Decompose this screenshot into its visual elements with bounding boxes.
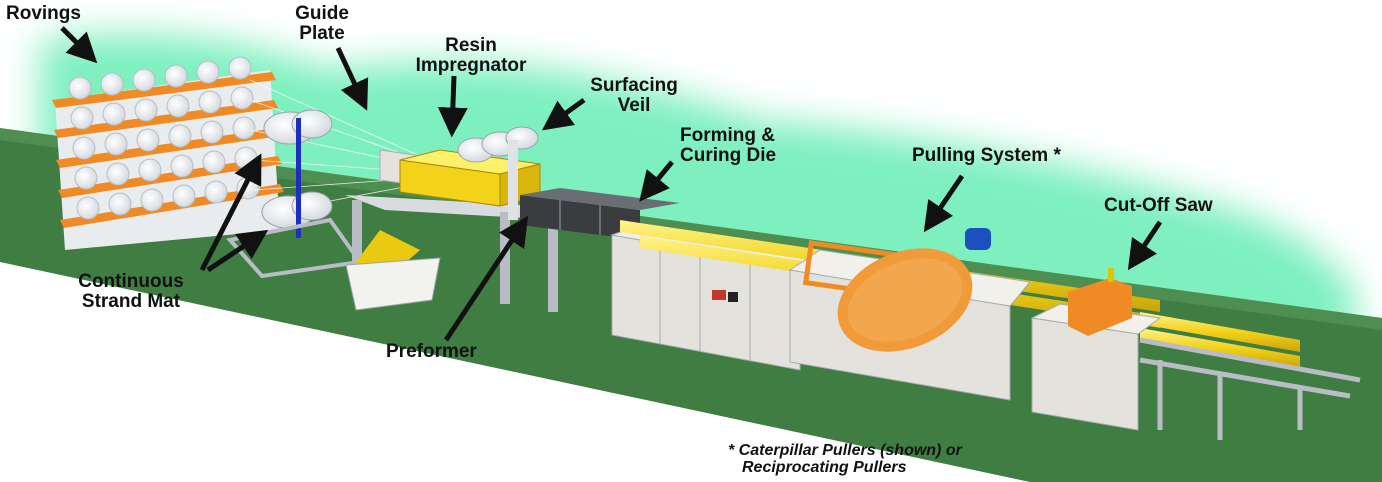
- arrow-strand-mat-2: [206, 229, 269, 273]
- cut-off-saw: [1030, 268, 1162, 431]
- label-forming-curing-die: Forming &Curing Die: [680, 125, 777, 166]
- arrow-strand-mat-1: [199, 153, 262, 272]
- arrow-forming-die: [639, 160, 674, 202]
- strand-mat-rolls: [226, 109, 364, 279]
- label-cut-off-saw: Cut-Off Saw: [1104, 195, 1213, 216]
- arrow-pulling-system: [923, 174, 965, 233]
- label-rovings: Rovings: [6, 3, 81, 24]
- footnote: * Caterpillar Pullers (shown) or Recipro…: [728, 442, 962, 476]
- pulling-system: [788, 228, 1031, 401]
- arrow-surfacing-veil: [541, 97, 586, 131]
- curing-die: [520, 188, 680, 240]
- roving-creel: [52, 56, 284, 250]
- arrow-cut-off-saw: [1127, 220, 1163, 271]
- roller-conveyor: [1139, 337, 1361, 440]
- callout-arrows: [60, 26, 1163, 342]
- arrow-rovings: [60, 26, 98, 64]
- label-pulling-system: Pulling System *: [912, 145, 1061, 166]
- arrow-resin-impregnator: [437, 75, 468, 138]
- surfacing-veil-rolls: [457, 126, 539, 220]
- label-preformer: Preformer: [386, 341, 477, 362]
- arrow-guide-plate: [335, 46, 369, 111]
- arrow-preformer: [443, 215, 529, 342]
